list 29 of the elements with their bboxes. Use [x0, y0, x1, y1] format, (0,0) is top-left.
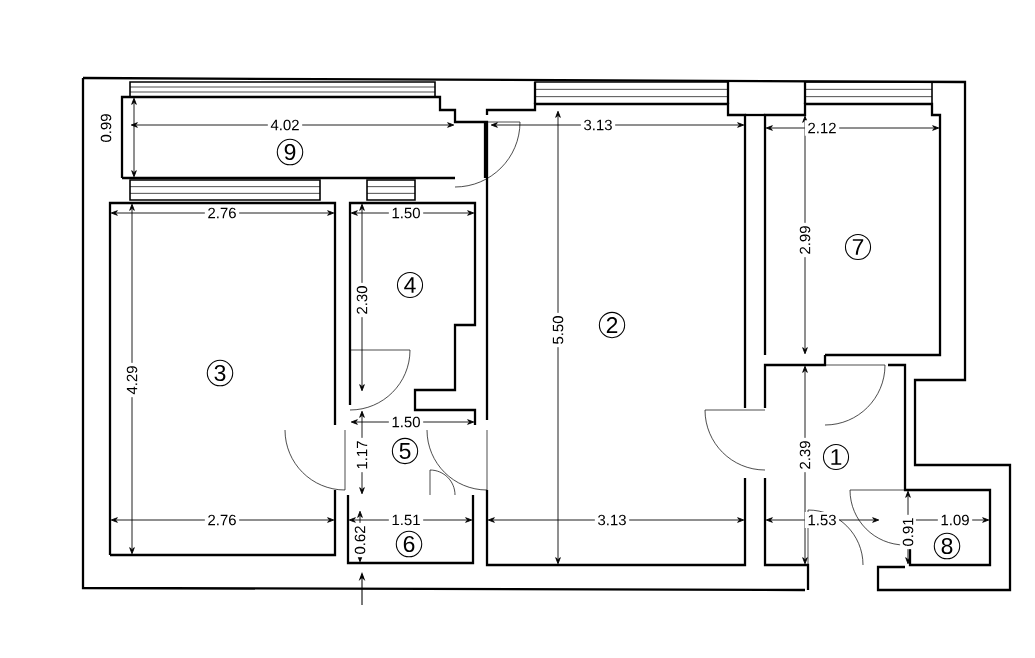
room-number: 1 — [822, 443, 850, 471]
dimension-label: 2.12 — [804, 120, 840, 136]
dimension-label: 0.99 — [98, 110, 114, 146]
dimension-label: 3.13 — [594, 512, 630, 528]
room-number: 3 — [206, 359, 234, 387]
dimension-label: 1.53 — [804, 512, 840, 528]
dimension-label: 1.50 — [388, 414, 424, 430]
dimension-label: 4.02 — [267, 117, 303, 133]
room-number: 8 — [933, 532, 961, 560]
room-number: 4 — [396, 271, 424, 299]
room-number: 6 — [395, 530, 423, 558]
dimension-label: 5.50 — [550, 312, 566, 348]
dimension-label: 1.50 — [388, 205, 424, 221]
room-number: 5 — [391, 437, 419, 465]
room-number: 9 — [276, 138, 304, 166]
dimension-label: 1.17 — [354, 437, 370, 473]
dimension-label: 2.76 — [204, 205, 240, 221]
dimension-label: 2.30 — [354, 282, 370, 318]
dimension-label: 3.13 — [580, 117, 616, 133]
dimension-label: 1.09 — [937, 512, 973, 528]
dimension-label: 0.62 — [352, 522, 368, 558]
dimension-label: 2.99 — [797, 222, 813, 258]
dimension-label: 2.39 — [797, 437, 813, 473]
dimension-label: 0.91 — [900, 514, 916, 550]
room-number: 2 — [598, 311, 626, 339]
room-number: 7 — [844, 233, 872, 261]
dimension-label: 4.29 — [124, 362, 140, 398]
dimension-label: 1.51 — [388, 512, 424, 528]
dimension-label: 2.76 — [204, 512, 240, 528]
